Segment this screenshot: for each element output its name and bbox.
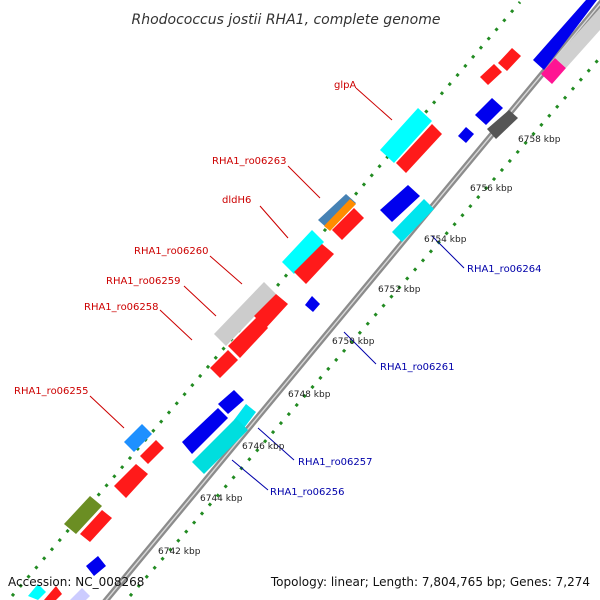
gene-label-RHA1_ro06255: RHA1_ro06255	[14, 386, 89, 397]
gene-block	[28, 584, 46, 600]
gene-block	[555, 8, 600, 68]
axis-highlight	[105, 2, 600, 600]
genome-axis	[102, 0, 600, 600]
gene-block-RHA1_ro06256	[192, 418, 248, 474]
gene-block-RHA1_ro06264	[392, 199, 434, 242]
gene-block	[380, 185, 420, 222]
leader-RHA1_ro06255	[89, 395, 125, 429]
gene-features	[28, 0, 600, 600]
gene-block	[254, 294, 288, 328]
gene-block	[210, 350, 238, 378]
scale-labels: 6742 kbp 6744 kbp 6746 kbp 6748 kbp 6750…	[158, 135, 561, 557]
leader-dldH6	[259, 205, 289, 239]
accession-text: Accession: NC_008268	[8, 575, 144, 589]
gene-label-RHA1_ro06260: RHA1_ro06260	[134, 246, 209, 257]
tick-label: 6750 kbp	[332, 337, 375, 347]
leader-RHA1_ro06258	[159, 309, 193, 341]
gene-block	[228, 316, 268, 358]
gene-block	[64, 496, 102, 534]
gene-block	[70, 588, 90, 600]
tick-label: 6752 kbp	[378, 285, 421, 295]
tick-label: 6754 kbp	[424, 235, 467, 245]
map-title: Rhodococcus jostii RHA1, complete genome	[131, 12, 440, 28]
gene-block	[487, 110, 518, 139]
gene-block	[480, 64, 502, 85]
tick-label: 6756 kbp	[470, 184, 513, 194]
leader-RHA1_ro06256	[231, 459, 269, 491]
gene-block	[114, 464, 148, 498]
gene-block	[86, 556, 106, 576]
tick-label: 6742 kbp	[158, 547, 201, 557]
gene-block	[182, 408, 228, 454]
tick-label: 6748 kbp	[288, 390, 331, 400]
leader-glpA	[355, 87, 393, 121]
leader-RHA1_ro06264	[431, 235, 465, 269]
gene-block-RHA1_ro06255	[124, 424, 152, 452]
label-leaders	[89, 87, 465, 491]
gene-block-dldH6	[282, 230, 324, 274]
gene-label-glpA: glpA	[334, 80, 356, 91]
gene-block	[332, 208, 364, 240]
gene-block	[44, 586, 62, 600]
gene-label-RHA1_ro06256: RHA1_ro06256	[270, 487, 345, 498]
tick-label: 6744 kbp	[200, 494, 243, 504]
gene-block	[218, 390, 244, 414]
gene-block	[541, 58, 566, 84]
leader-RHA1_ro06259	[183, 285, 217, 317]
gene-block	[475, 98, 503, 125]
gene-label-RHA1_ro06264: RHA1_ro06264	[467, 264, 542, 275]
gene-block	[533, 0, 597, 70]
gene-block	[498, 48, 521, 71]
gene-block	[458, 127, 474, 143]
gene-block-RHA1_ro06260	[214, 282, 276, 346]
gene-label-RHA1_ro06261: RHA1_ro06261	[380, 362, 455, 373]
gene-block	[294, 244, 334, 284]
genome-summary-text: Topology: linear; Length: 7,804,765 bp; …	[270, 575, 590, 589]
leader-RHA1_ro06263	[287, 165, 321, 199]
gene-block	[80, 510, 112, 542]
gene-label-RHA1_ro06257: RHA1_ro06257	[298, 457, 373, 468]
gene-block	[396, 124, 442, 173]
gene-block-RHA1_ro06261	[305, 296, 320, 312]
gene-block	[140, 440, 164, 464]
gene-label-RHA1_ro06263: RHA1_ro06263	[212, 156, 287, 167]
leader-RHA1_ro06260	[209, 255, 243, 285]
tick-label: 6758 kbp	[518, 135, 561, 145]
gene-block	[324, 199, 356, 231]
tick-label: 6746 kbp	[242, 442, 285, 452]
gene-block-glpA	[380, 108, 432, 163]
gene-label-RHA1_ro06259: RHA1_ro06259	[106, 276, 181, 287]
gene-label-RHA1_ro06258: RHA1_ro06258	[84, 302, 159, 313]
gene-label-dldH6: dldH6	[222, 195, 251, 206]
gene-labels: glpA RHA1_ro06263 dldH6 RHA1_ro06260 RHA…	[14, 80, 542, 498]
leader-RHA1_ro06257	[257, 427, 295, 461]
leader-RHA1_ro06261	[343, 331, 377, 365]
